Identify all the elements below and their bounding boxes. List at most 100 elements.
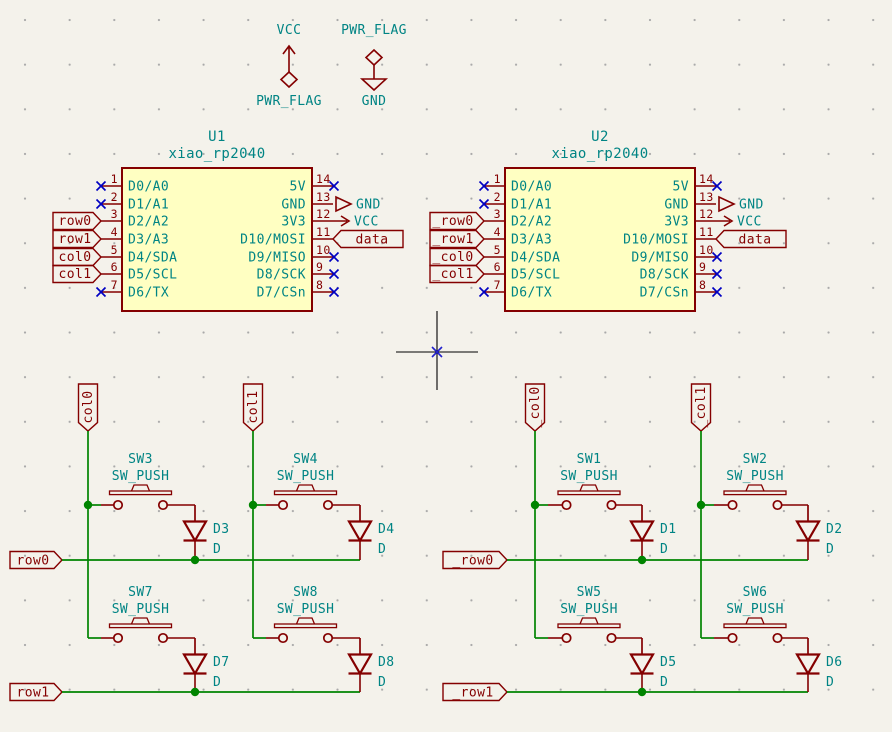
switch-sw7[interactable]: SW7 SW_PUSH	[88, 585, 173, 644]
switch-sw3[interactable]: SW3 SW_PUSH	[88, 452, 173, 511]
switch-ref: SW8	[293, 585, 318, 600]
diode-ref: D3	[213, 522, 229, 537]
pin-number: 6	[494, 260, 501, 274]
pin-stubs-left	[484, 185, 505, 293]
switch-sw1[interactable]: SW1 SW_PUSH	[535, 452, 621, 511]
gnd-triangle-icon	[718, 195, 736, 213]
global-label-_col0[interactable]: _col0	[524, 383, 546, 432]
pin-number: 2	[494, 190, 501, 204]
global-label-_row0-u2[interactable]: _row0	[429, 211, 485, 231]
global-label-row1[interactable]: row1	[9, 682, 63, 702]
switch-sw8[interactable]: SW8 SW_PUSH	[253, 585, 338, 644]
push-button-symbol	[108, 484, 173, 511]
pin-name: 5V	[673, 180, 689, 195]
global-label-col0-u1[interactable]: col0	[52, 247, 102, 267]
pin-stubs-right	[695, 185, 716, 293]
svg-text:data: data	[739, 233, 772, 248]
switch-sw4[interactable]: SW4 SW_PUSH	[253, 452, 338, 511]
diode-ref: D2	[826, 522, 842, 537]
pin-number: 13	[316, 190, 331, 204]
power-flag-vcc[interactable]: VCC PWR_FLAG	[256, 23, 322, 109]
svg-text:row0: row0	[59, 214, 92, 229]
net-label: VCC	[277, 23, 302, 38]
pin-name: D3/A3	[128, 233, 169, 248]
component-u2[interactable]: U2 xiao_rp2040 1 2 3 4 5 6 7 D0/A0 D1/A1…	[478, 129, 723, 312]
power-port-vcc-u1[interactable]: VCC	[333, 215, 379, 230]
diode-d4[interactable]: D4 D	[332, 503, 394, 560]
pin-name: D0/A0	[511, 180, 552, 195]
pin-number: 3	[111, 207, 118, 221]
diode-value: D	[378, 542, 386, 557]
diode-value: D	[660, 675, 668, 690]
pin-name: D2/A2	[511, 215, 552, 230]
global-label-row0-u1[interactable]: row0	[52, 211, 102, 231]
pin-number: 11	[316, 225, 331, 239]
switch-ref: SW2	[743, 452, 768, 467]
global-label-row0[interactable]: row0	[9, 550, 63, 570]
pin-stubs-left	[101, 185, 122, 293]
svg-text:_row1: _row1	[432, 232, 473, 247]
switch-sw6[interactable]: SW6 SW_PUSH	[701, 585, 787, 644]
pin-name: D8/SCK	[640, 268, 689, 283]
flag-label: PWR_FLAG	[256, 94, 322, 109]
power-port-gnd-u1[interactable]: GND	[335, 195, 381, 213]
global-label-data-u2[interactable]: data	[715, 229, 787, 249]
diode-d6[interactable]: D6 D	[781, 636, 843, 692]
diode-d2[interactable]: D2 D	[781, 503, 843, 560]
global-label-data-u1[interactable]: data	[332, 229, 404, 249]
diode-d5[interactable]: D5 D	[615, 636, 677, 692]
power-port-vcc-u2[interactable]: VCC	[716, 215, 762, 230]
switch-ref: SW6	[743, 585, 768, 600]
global-label-row1-u1[interactable]: row1	[52, 229, 102, 249]
global-label-col1[interactable]: col1	[242, 383, 264, 432]
diode-d7[interactable]: D7 D	[167, 636, 229, 692]
pin-number: 8	[316, 278, 323, 292]
switch-ref: SW3	[128, 452, 153, 467]
switch-ref: SW5	[577, 585, 602, 600]
vcc-arrow-icon	[282, 44, 296, 72]
diode-d1[interactable]: D1 D	[615, 503, 677, 560]
global-label-_row1-u2[interactable]: _row1	[429, 229, 485, 249]
diode-ref: D1	[660, 522, 676, 537]
pin-number: 8	[699, 278, 706, 292]
switch-sw2[interactable]: SW2 SW_PUSH	[701, 452, 787, 511]
switch-sw5[interactable]: SW5 SW_PUSH	[535, 585, 621, 644]
svg-text:col1: col1	[59, 267, 92, 282]
switch-value: SW_PUSH	[112, 469, 170, 484]
pin-number: 12	[699, 207, 714, 221]
svg-text:_row0: _row0	[432, 214, 473, 229]
push-button-symbol	[557, 617, 621, 644]
gnd-triangle-icon	[359, 78, 389, 92]
pin-number: 9	[699, 260, 706, 274]
pin-name: 5V	[290, 180, 306, 195]
global-label-col0[interactable]: col0	[77, 383, 99, 432]
power-flag-gnd[interactable]: PWR_FLAG GND	[341, 23, 407, 109]
value: xiao_rp2040	[551, 146, 648, 162]
global-label-_col0-u2[interactable]: _col0	[429, 247, 485, 267]
global-label-col1-u1[interactable]: col1	[52, 264, 102, 284]
svg-text:_col1: _col1	[694, 386, 709, 427]
diode-d3[interactable]: D3 D	[167, 503, 229, 560]
pin-number: 2	[111, 190, 118, 204]
global-label-_col1[interactable]: _col1	[690, 383, 712, 432]
diode-d8[interactable]: D8 D	[332, 636, 394, 692]
global-label-_row1[interactable]: _row1	[442, 682, 508, 702]
svg-text:row0: row0	[17, 554, 50, 569]
pin-name: D10/MOSI	[623, 233, 689, 248]
global-label-_row0[interactable]: _row0	[442, 550, 508, 570]
pin-name: D6/TX	[128, 286, 169, 301]
switch-ref: SW4	[293, 452, 318, 467]
component-u1[interactable]: U1 xiao_rp2040 1 2 3 4 5 6 7 D0/A0 D1/A1…	[95, 129, 340, 312]
power-port-gnd-u2[interactable]: GND	[718, 195, 764, 213]
gnd-triangle-icon	[335, 195, 353, 213]
global-label-_col1-u2[interactable]: _col1	[429, 264, 485, 284]
switch-value: SW_PUSH	[726, 469, 784, 484]
pin-name: D1/A1	[128, 198, 169, 213]
switch-ref: SW7	[128, 585, 153, 600]
net-label: GND	[362, 94, 387, 109]
switch-value: SW_PUSH	[726, 602, 784, 617]
diode-value: D	[826, 542, 834, 557]
diode-symbol	[795, 636, 821, 675]
